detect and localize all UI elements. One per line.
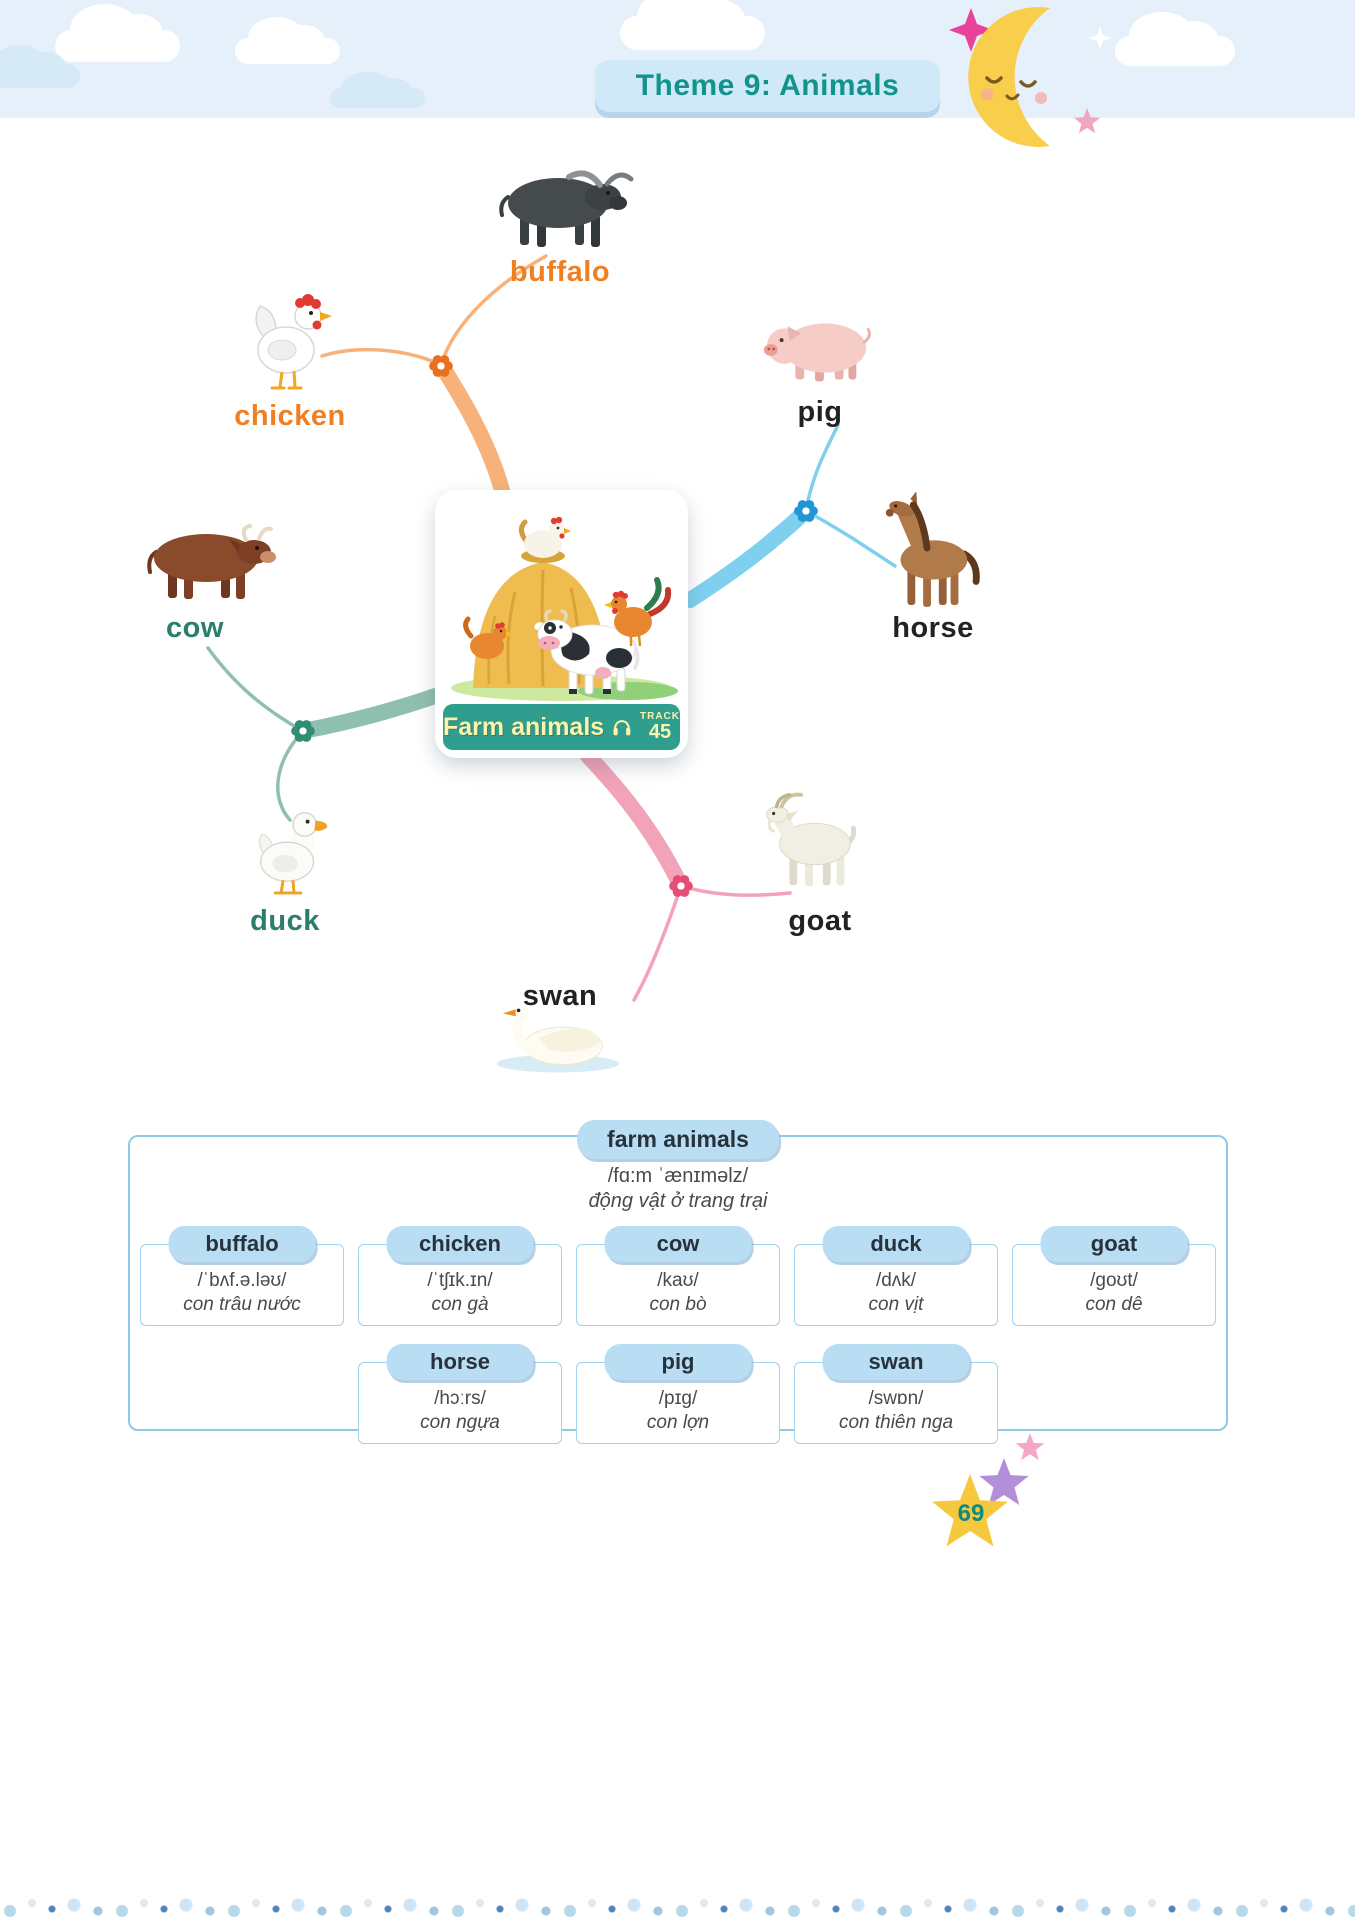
vocab-title-meaning: động vật ở trang trại — [588, 1190, 768, 1212]
dotted-border — [0, 1894, 1355, 1922]
vocab-row-1: buffalo /ˈbʌf.ə.ləʊ/ con trâu nước chick… — [130, 1226, 1226, 1326]
goat-image — [752, 792, 870, 892]
track-badge: TRACK 45 — [640, 711, 680, 743]
vocab-card-buffalo: buffalo /ˈbʌf.ə.ləʊ/ con trâu nước — [140, 1226, 344, 1326]
cloud-icon — [0, 44, 80, 88]
chicken-image — [238, 278, 338, 398]
cloud-icon — [55, 4, 180, 62]
vocab-card-chicken: chicken /ˈtʃɪk.ɪn/ con gà — [358, 1226, 562, 1326]
theme-title: Theme 9: Animals — [635, 69, 900, 102]
vocab-pron: /ˈtʃɪk.ɪn/ — [427, 1270, 493, 1291]
vocab-pron: /dʌk/ — [875, 1270, 917, 1291]
vocab-meaning: con lợn — [646, 1412, 710, 1433]
label-chicken: chicken — [234, 400, 346, 432]
farm-animals-illustration — [451, 516, 678, 701]
vocab-meaning: con ngựa — [420, 1412, 500, 1433]
vocab-card-horse: horse /hɔːrs/ con ngựa — [358, 1344, 562, 1444]
vocab-card-swan: swan /swɒn/ con thiên nga — [794, 1344, 998, 1444]
card-banner: Farm animals TRACK 45 — [443, 704, 680, 750]
theme-header: Theme 9: Animals — [595, 60, 940, 112]
cloud-icon — [1115, 12, 1235, 66]
vocab-word: cow — [604, 1226, 752, 1262]
vocab-row-2: horse /hɔːrs/ con ngựa pig /pɪg/ con lợn… — [130, 1344, 1226, 1444]
vocab-card-duck: duck /dʌk/ con vịt — [794, 1226, 998, 1326]
vocab-meaning: con trâu nước — [183, 1294, 301, 1315]
track-label: TRACK — [640, 711, 680, 722]
vocab-table: farm animals /fɑ:m ˈænɪməlz/ động vật ở … — [128, 1120, 1228, 1444]
label-goat: goat — [788, 905, 852, 937]
farm-animals-card: Farm animals TRACK 45 — [435, 490, 688, 758]
vocab-word: buffalo — [168, 1226, 316, 1262]
vocab-pron: /swɒn/ — [868, 1388, 924, 1409]
decorative-stars — [932, 1433, 1045, 1547]
cloud-icon — [235, 17, 340, 64]
vocab-pron: /pɪg/ — [658, 1388, 698, 1409]
vocab-pron: /hɔːrs/ — [434, 1388, 486, 1409]
vocab-meaning: con vịt — [868, 1294, 924, 1315]
vocab-pron: /kaʊ/ — [657, 1270, 699, 1291]
vocab-word: horse — [386, 1344, 534, 1380]
vocab-card-goat: goat /goʊt/ con dê — [1012, 1226, 1216, 1326]
vocab-meaning: con gà — [431, 1294, 489, 1315]
page-number: 69 — [957, 1500, 985, 1527]
buffalo-image — [475, 155, 645, 255]
vocab-meaning: con bò — [649, 1294, 707, 1315]
track-number: 45 — [648, 721, 672, 743]
vocab-word: goat — [1040, 1226, 1188, 1262]
card-title: Farm animals — [443, 712, 605, 741]
vocab-card-pig: pig /pɪg/ con lợn — [576, 1344, 780, 1444]
vocab-meaning: con dê — [1085, 1294, 1143, 1315]
pig-image — [758, 312, 876, 384]
label-buffalo: buffalo — [509, 256, 611, 288]
vocab-pron: /goʊt/ — [1090, 1270, 1138, 1291]
vocab-title: farm animals — [577, 1120, 779, 1159]
cloud-icon — [330, 72, 425, 108]
swan-image — [492, 998, 625, 1078]
label-swan: swan — [522, 980, 598, 1012]
label-horse: horse — [892, 612, 974, 644]
cow-image — [126, 512, 281, 602]
duck-image — [246, 795, 334, 898]
vocab-word: pig — [604, 1344, 752, 1380]
headphones-icon — [613, 720, 631, 736]
horse-image — [878, 491, 981, 612]
moon-icon — [949, 7, 1112, 148]
vocab-word: swan — [822, 1344, 970, 1380]
label-cow: cow — [166, 612, 224, 644]
cloud-icon — [620, 0, 765, 50]
vocab-word: chicken — [386, 1226, 534, 1262]
flower-node-icon — [291, 720, 315, 742]
vocab-pron: /ˈbʌf.ə.ləʊ/ — [197, 1270, 287, 1291]
flower-node-icon — [794, 500, 818, 522]
vocab-title-pron: /fɑ:m ˈænɪməlz/ — [607, 1165, 749, 1187]
flower-node-icon — [669, 875, 693, 897]
label-pig: pig — [797, 396, 843, 428]
label-duck: duck — [250, 905, 320, 937]
flower-node-icon — [429, 355, 453, 377]
vocab-card-cow: cow /kaʊ/ con bò — [576, 1226, 780, 1326]
vocab-meaning: con thiên nga — [838, 1412, 954, 1433]
vocab-word: duck — [822, 1226, 970, 1262]
